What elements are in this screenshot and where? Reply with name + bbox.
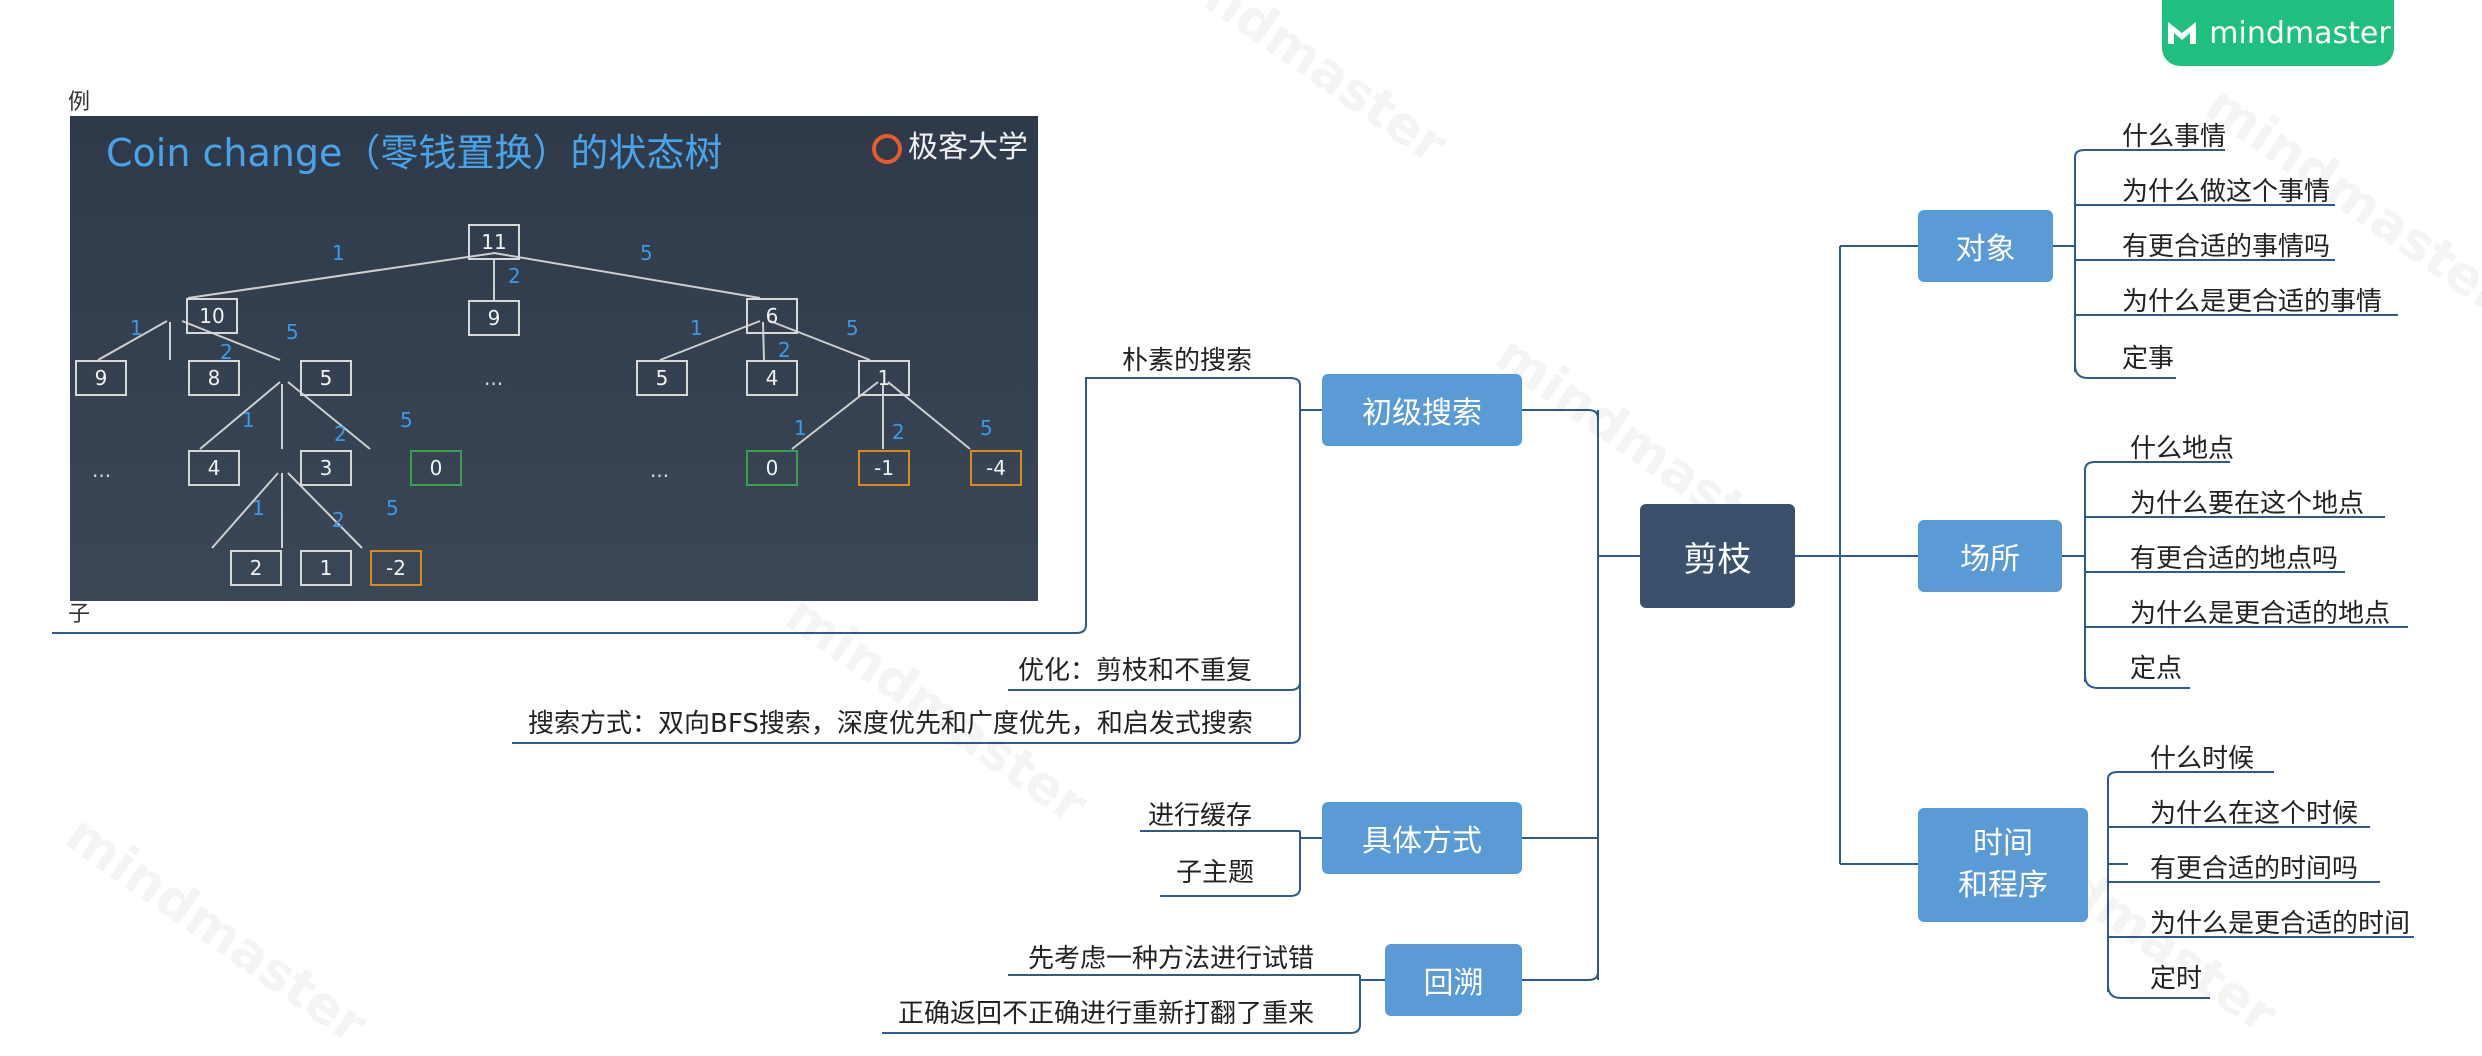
image-brand: 极客大学 <box>872 122 1028 166</box>
leaf-time-3[interactable]: 为什么是更合适的时间 <box>2150 909 2411 939</box>
tree-node: 10 <box>186 298 238 334</box>
leaf-search-1[interactable]: 优化：剪枝和不重复 <box>1018 656 1253 686</box>
tree-node-fail: -4 <box>970 450 1022 486</box>
edge-label: 2 <box>332 508 345 532</box>
branch-object[interactable]: 对象 <box>1918 210 2053 282</box>
leaf-place-2[interactable]: 有更合适的地点吗 <box>2130 544 2339 574</box>
branch-time[interactable]: 时间 和程序 <box>1918 808 2088 922</box>
logo-text: mindmaster <box>2209 15 2391 51</box>
leaf-time-4[interactable]: 定时 <box>2150 964 2203 994</box>
brand-logo-icon <box>872 133 902 164</box>
edge-label: 1 <box>130 316 143 340</box>
edge-label: 5 <box>400 408 413 432</box>
leaf-place-1[interactable]: 为什么要在这个地点 <box>2130 489 2365 519</box>
edge-label: 5 <box>846 316 859 340</box>
branch-backtrack[interactable]: 回溯 <box>1385 944 1522 1016</box>
edge-label: 1 <box>242 408 255 432</box>
tree-node-success: 0 <box>746 450 798 486</box>
edge-label: 5 <box>386 496 399 520</box>
example-label-top: 例 <box>68 90 91 115</box>
edge-label: 1 <box>332 241 345 265</box>
tree-node: 1 <box>300 550 352 586</box>
edge-label: 2 <box>778 338 791 362</box>
leaf-time-0[interactable]: 什么时候 <box>2150 744 2255 774</box>
edge-label: 2 <box>334 422 347 446</box>
tree-node: 3 <box>300 450 352 486</box>
edge-label: 5 <box>980 416 993 440</box>
tree-node: 5 <box>636 360 688 396</box>
root-node[interactable]: 剪枝 <box>1640 504 1795 608</box>
ellipsis: ... <box>484 366 504 390</box>
leaf-object-3[interactable]: 为什么是更合适的事情 <box>2122 287 2383 317</box>
edge-label: 1 <box>690 316 703 340</box>
state-tree-edges <box>97 252 971 549</box>
tree-node: 5 <box>300 360 352 396</box>
tree-node: 8 <box>188 360 240 396</box>
edge-label: 2 <box>508 264 521 288</box>
tree-node: 2 <box>230 550 282 586</box>
coin-change-image[interactable]: Coin change（零钱置换）的状态树 极客大学 11 10 9 <box>70 116 1038 601</box>
mindmaster-logo: mindmaster <box>2162 0 2394 66</box>
leaf-backtrack-0[interactable]: 先考虑一种方法进行试错 <box>1028 944 1315 974</box>
leaf-backtrack-1[interactable]: 正确返回不正确进行重新打翻了重来 <box>898 999 1315 1029</box>
leaf-object-1[interactable]: 为什么做这个事情 <box>2122 177 2331 207</box>
leaf-object-4[interactable]: 定事 <box>2122 344 2175 374</box>
tree-node: 6 <box>746 298 798 334</box>
tree-node: 4 <box>746 360 798 396</box>
ellipsis: ... <box>92 458 112 482</box>
leaf-search-2[interactable]: 搜索方式：双向BFS搜索，深度优先和广度优先，和启发式搜索 <box>528 709 1253 739</box>
leaf-time-2[interactable]: 有更合适的时间吗 <box>2150 854 2359 884</box>
tree-node-success: 0 <box>410 450 462 486</box>
edge-label: 1 <box>252 496 265 520</box>
example-label-bottom: 子 <box>68 602 91 627</box>
leaf-object-0[interactable]: 什么事情 <box>2122 122 2227 152</box>
edge-label: 5 <box>640 241 653 265</box>
edge-label: 5 <box>286 320 299 344</box>
tree-node: 9 <box>468 300 520 336</box>
leaf-place-4[interactable]: 定点 <box>2130 654 2183 684</box>
mindmaster-logo-icon <box>2168 22 2197 44</box>
branch-place[interactable]: 场所 <box>1918 520 2062 592</box>
branch-search[interactable]: 初级搜索 <box>1322 374 1522 446</box>
edge-label: 2 <box>220 340 233 364</box>
tree-node: 1 <box>858 360 910 396</box>
tree-node-fail: -2 <box>370 550 422 586</box>
leaf-place-3[interactable]: 为什么是更合适的地点 <box>2130 599 2391 629</box>
edge-label: 2 <box>892 420 905 444</box>
leaf-search-0[interactable]: 朴素的搜索 <box>1122 346 1253 376</box>
tree-node: 4 <box>188 450 240 486</box>
image-title: Coin change（零钱置换）的状态树 <box>106 131 723 175</box>
tree-node: 11 <box>468 224 520 260</box>
branch-method[interactable]: 具体方式 <box>1322 802 1522 874</box>
leaf-method-1[interactable]: 子主题 <box>1176 858 1255 888</box>
leaf-place-0[interactable]: 什么地点 <box>2130 434 2235 464</box>
ellipsis: ... <box>650 458 670 482</box>
tree-node: 9 <box>75 360 127 396</box>
leaf-method-0[interactable]: 进行缓存 <box>1148 801 1253 831</box>
edge-label: 1 <box>794 416 807 440</box>
leaf-time-1[interactable]: 为什么在这个时候 <box>2150 799 2359 829</box>
brand-text: 极客大学 <box>908 130 1028 165</box>
tree-node-fail: -1 <box>858 450 910 486</box>
leaf-object-2[interactable]: 有更合适的事情吗 <box>2122 232 2331 262</box>
